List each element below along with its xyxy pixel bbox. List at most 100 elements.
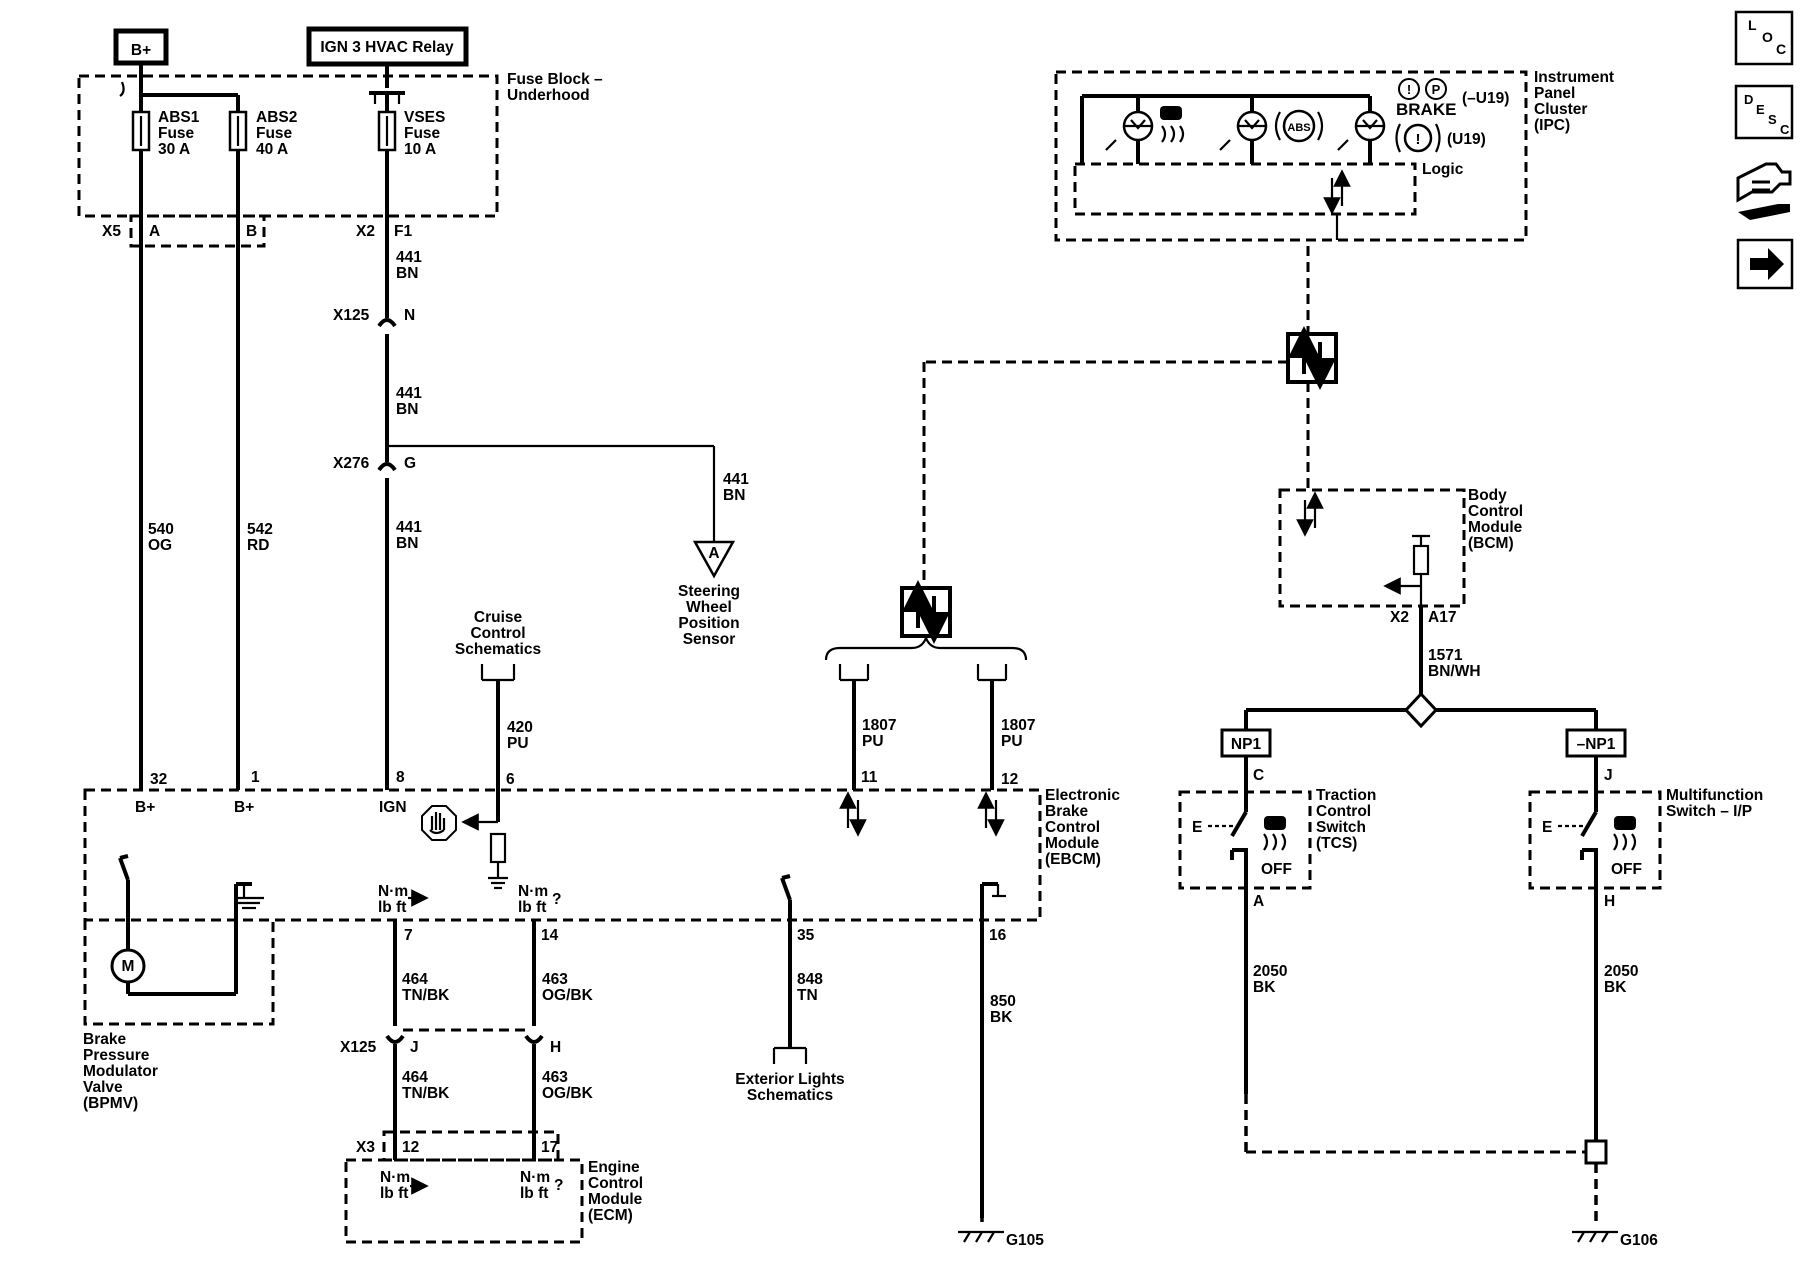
svg-text:Control: Control xyxy=(1316,803,1371,820)
svg-text:PU: PU xyxy=(862,733,884,750)
svg-text:40 A: 40 A xyxy=(256,141,288,158)
svg-text:Multifunction: Multifunction xyxy=(1666,787,1763,804)
svg-text:B+: B+ xyxy=(234,799,254,816)
desc-nav-button[interactable]: D E S C xyxy=(1734,84,1794,140)
multifunction-switch: J Multifunction Switch – I/P E OFF H 205… xyxy=(1528,756,1763,1140)
svg-text:(EBCM): (EBCM) xyxy=(1045,851,1101,868)
svg-text:S: S xyxy=(1768,112,1777,127)
svg-text:Control: Control xyxy=(1468,503,1523,520)
svg-text:IGN 3 HVAC Relay: IGN 3 HVAC Relay xyxy=(320,39,454,56)
svg-text:L: L xyxy=(1748,17,1757,33)
ebcm-serial-data: 1807 PU 1807 PU xyxy=(824,580,1035,790)
svg-text:Logic: Logic xyxy=(1422,161,1464,178)
svg-text:Module: Module xyxy=(588,1191,643,1208)
svg-text:B+: B+ xyxy=(135,799,155,816)
svg-text:N·m: N·m xyxy=(520,1169,550,1186)
wire-540: 540 OG xyxy=(139,150,174,790)
option-minus-np1-tag: –NP1 xyxy=(1565,728,1627,758)
svg-text:BN: BN xyxy=(723,487,745,504)
svg-text:1571: 1571 xyxy=(1428,647,1463,664)
svg-text:PU: PU xyxy=(1001,733,1023,750)
svg-text:Fuse: Fuse xyxy=(404,125,441,142)
svg-text:N·m: N·m xyxy=(380,1169,410,1186)
svg-text:463: 463 xyxy=(542,1069,568,1086)
svg-text:Fuse: Fuse xyxy=(256,125,293,142)
ign3-hvac-relay-source: IGN 3 HVAC Relay xyxy=(306,26,469,67)
svg-text:850: 850 xyxy=(990,993,1016,1010)
svg-text:B: B xyxy=(246,223,257,240)
svg-text:X3: X3 xyxy=(356,1139,375,1156)
option-np1-tag: NP1 xyxy=(1220,728,1272,758)
svg-text:Exterior Lights: Exterior Lights xyxy=(735,1071,844,1088)
next-page-arrow-icon[interactable] xyxy=(1736,238,1794,290)
svg-text:464: 464 xyxy=(402,971,428,988)
ground-g106: G106 xyxy=(1244,1094,1658,1249)
svg-text:RD: RD xyxy=(247,537,269,554)
brake-indicator-lamp: ! P (–U19) BRAKE ! (U19) xyxy=(1337,78,1509,153)
svg-text:11: 11 xyxy=(861,769,878,786)
svg-text:A: A xyxy=(149,223,160,240)
svg-text:BN: BN xyxy=(396,535,418,552)
body-control-module: Body Control Module (BCM) X2 A17 1571 BN… xyxy=(1278,487,1523,694)
svg-text:Steering: Steering xyxy=(678,583,740,600)
svg-text:1807: 1807 xyxy=(1001,717,1035,734)
brake-pressure-modulator-valve: M Brake Pressure Modulator Valve (BPMV) xyxy=(83,920,275,1112)
svg-text:420: 420 xyxy=(507,719,533,736)
svg-text:Wheel: Wheel xyxy=(686,599,732,616)
svg-text:Switch: Switch xyxy=(1316,819,1366,836)
connector-view-icon[interactable] xyxy=(1736,162,1792,220)
svg-text:540: 540 xyxy=(148,521,174,538)
svg-text:M: M xyxy=(122,958,135,975)
cruise-control-schematics-ref: Cruise Control Schematics 420 PU xyxy=(455,609,541,822)
svg-text:N: N xyxy=(404,307,415,324)
svg-text:?: ? xyxy=(554,1177,563,1194)
ground-g105: 850 BK G105 xyxy=(958,993,1044,1249)
svg-text:Instrument: Instrument xyxy=(1534,69,1614,86)
svg-text:30 A: 30 A xyxy=(158,141,190,158)
svg-text:Schematics: Schematics xyxy=(455,641,541,658)
serial-data-hub xyxy=(922,246,1338,588)
svg-text:A17: A17 xyxy=(1428,609,1456,626)
svg-text:OG/BK: OG/BK xyxy=(542,1085,594,1102)
abs-indicator-lamp: ABS xyxy=(1219,109,1324,151)
svg-text:OFF: OFF xyxy=(1261,861,1292,878)
svg-text:H: H xyxy=(1604,893,1615,910)
wire-441: 441 BN X125 N 441 BN X276 G 441 BN 441 B… xyxy=(333,150,749,790)
svg-text:(TCS): (TCS) xyxy=(1316,835,1357,852)
svg-text:2050: 2050 xyxy=(1604,963,1638,980)
svg-text:464: 464 xyxy=(402,1069,428,1086)
svg-text:J: J xyxy=(1604,767,1613,784)
svg-text:IGN: IGN xyxy=(379,799,407,816)
svg-text:PU: PU xyxy=(507,735,529,752)
svg-text:7: 7 xyxy=(404,927,413,944)
svg-text:BN: BN xyxy=(396,401,418,418)
svg-text:!: ! xyxy=(1407,82,1411,97)
svg-text:G106: G106 xyxy=(1620,1232,1658,1249)
svg-text:X125: X125 xyxy=(333,307,370,324)
steering-wheel-position-sensor-ref: A Steering Wheel Position Sensor xyxy=(678,540,740,648)
svg-text:Valve: Valve xyxy=(83,1079,123,1096)
svg-text:Sensor: Sensor xyxy=(683,631,736,648)
wire-542: 542 RD xyxy=(236,150,273,790)
engine-control-module: X3 12 17 Engine Control Module (ECM) N·m… xyxy=(344,1130,643,1244)
svg-text:Control: Control xyxy=(470,625,525,642)
svg-text:(BPMV): (BPMV) xyxy=(83,1095,138,1112)
svg-text:(U19): (U19) xyxy=(1447,131,1486,148)
svg-text:lb ft: lb ft xyxy=(380,1185,408,1202)
svg-text:A: A xyxy=(1253,893,1264,910)
svg-text:35: 35 xyxy=(797,927,815,944)
svg-text:N·m: N·m xyxy=(378,883,408,900)
svg-text:BK: BK xyxy=(1253,979,1276,996)
loc-nav-button[interactable]: L O C xyxy=(1734,10,1794,66)
svg-text:Control: Control xyxy=(1045,819,1100,836)
svg-text:X2: X2 xyxy=(356,223,375,240)
svg-text:OFF: OFF xyxy=(1611,861,1642,878)
svg-text:Panel: Panel xyxy=(1534,85,1575,102)
svg-text:BN/WH: BN/WH xyxy=(1428,663,1481,680)
svg-text:441: 441 xyxy=(396,385,422,402)
svg-text:Fuse Block –: Fuse Block – xyxy=(507,71,603,88)
svg-text:VSES: VSES xyxy=(404,109,445,126)
svg-text:C: C xyxy=(1776,41,1786,57)
svg-text:Pressure: Pressure xyxy=(83,1047,150,1064)
